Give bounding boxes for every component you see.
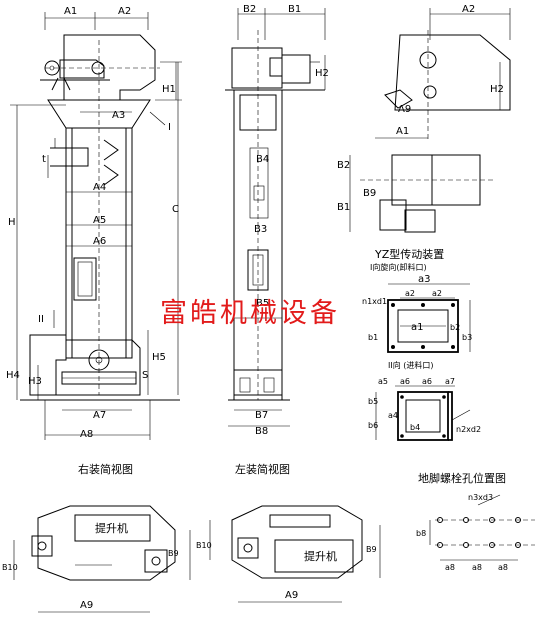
dim-b8: b8	[416, 529, 426, 538]
caption-bolt-plan: 地脚螺栓孔位置图	[418, 471, 506, 485]
dim-B10-b: B10	[196, 541, 212, 550]
dim-B3: B3	[254, 224, 267, 235]
lift-box-b: 提升机	[304, 549, 337, 563]
dim-H2: H2	[315, 68, 329, 79]
dim-B9-drive: B9	[363, 188, 376, 199]
dim-a6-right: a6	[422, 377, 432, 386]
dim-H: H	[8, 217, 16, 228]
dim-A2-drive: A2	[462, 4, 475, 15]
dim-A5: A5	[93, 215, 106, 226]
dim-A9-drive: A9	[398, 104, 411, 115]
label-II-arrow: II	[38, 314, 44, 325]
dim-a2-left: a2	[405, 289, 415, 298]
caption-section-I: I向旋向(卸料口)	[370, 262, 427, 272]
watermark-text: 富皓机械设备	[160, 298, 340, 329]
dim-A9-a: A9	[80, 600, 93, 611]
dim-b2: b2	[450, 323, 460, 332]
dim-a8-2: a8	[472, 563, 482, 572]
dim-B2-drive: B2	[337, 160, 350, 171]
dim-A1-drive: A1	[396, 126, 409, 137]
dim-A7: A7	[93, 410, 106, 421]
dim-a8-3: a8	[498, 563, 508, 572]
dim-A8: A8	[80, 429, 93, 440]
dim-B10-a: B10	[2, 563, 18, 572]
dim-B9-b: B9	[366, 545, 377, 554]
dim-b6: b6	[368, 421, 378, 430]
caption-left-view: 左装简视图	[235, 462, 290, 476]
dim-H2-drive: H2	[490, 84, 504, 95]
lift-box-a: 提升机	[95, 521, 128, 535]
plan-view-right: 提升机 B10 B9 A9	[2, 505, 191, 613]
dim-n3d3: n3xd3	[468, 493, 493, 502]
dim-B7: B7	[255, 410, 268, 421]
dim-a2-right: a2	[432, 289, 442, 298]
dim-A9-b: A9	[285, 590, 298, 601]
dim-n2d2: n2xd2	[456, 425, 481, 434]
dim-t: t	[42, 154, 46, 165]
dim-A6: A6	[93, 236, 106, 247]
foundation-bolt-plan: 地脚螺栓孔位置图 n3xd3 b8 a8 a8 a8	[416, 471, 535, 572]
dim-B8: B8	[255, 426, 268, 437]
dim-H3: H3	[28, 376, 42, 387]
dim-S: S	[142, 370, 148, 381]
dim-b1: b1	[368, 333, 378, 342]
plan-view-left: 提升机 B10 B9 A9	[196, 505, 381, 603]
dim-A2: A2	[118, 6, 131, 17]
caption-section-II: II向 (进料口)	[388, 360, 434, 370]
dim-B4: B4	[256, 154, 269, 165]
dim-B2: B2	[243, 4, 256, 15]
dim-H5: H5	[152, 352, 166, 363]
dim-A1: A1	[64, 6, 77, 17]
dim-a1: a1	[411, 322, 424, 333]
dim-b5: b5	[368, 397, 378, 406]
caption-drive: YZ型传动装置	[374, 247, 444, 261]
left-mount-view: B2 B1 H2 B4 B3 B5 B7 B8 左装简视图	[225, 4, 329, 476]
dim-a5: a5	[378, 377, 388, 386]
dim-a4: a4	[388, 411, 398, 420]
dim-a3: a3	[418, 274, 431, 285]
dim-H1: H1	[162, 84, 176, 95]
dim-B1: B1	[288, 4, 301, 15]
dim-b3: b3	[462, 333, 472, 342]
dim-a8-1: a8	[445, 563, 455, 572]
dim-H4: H4	[6, 370, 20, 381]
dim-B1-drive: B1	[337, 202, 350, 213]
dim-B9-a: B9	[168, 549, 179, 558]
inlet-flange-section: a5 a6 a6 a7 b5 b6 a4 b4 n2xd2	[368, 377, 481, 441]
outlet-flange-section: a3 a2 a2 n1xd1 a1 b1 b2 b3 II向 (进料口)	[362, 274, 472, 370]
dim-a7: a7	[445, 377, 455, 386]
dim-B5: B5	[256, 298, 269, 309]
dim-A3: A3	[112, 110, 125, 121]
dim-A4: A4	[93, 182, 106, 193]
caption-right-view: 右装简视图	[78, 462, 133, 476]
right-mount-view: A1 A2 A3 H1 I t A4 A5	[6, 6, 182, 476]
label-I-arrow: I	[168, 122, 171, 133]
dim-b4: b4	[410, 423, 420, 432]
dim-C: C	[172, 204, 179, 215]
dim-a6-left: a6	[400, 377, 410, 386]
drive-detail: A2 H2 A9 A1 B2 B1 B9 YZ型传动装置 I向旋向(卸料口)	[337, 4, 511, 272]
dim-n1d1: n1xd1	[362, 297, 387, 306]
